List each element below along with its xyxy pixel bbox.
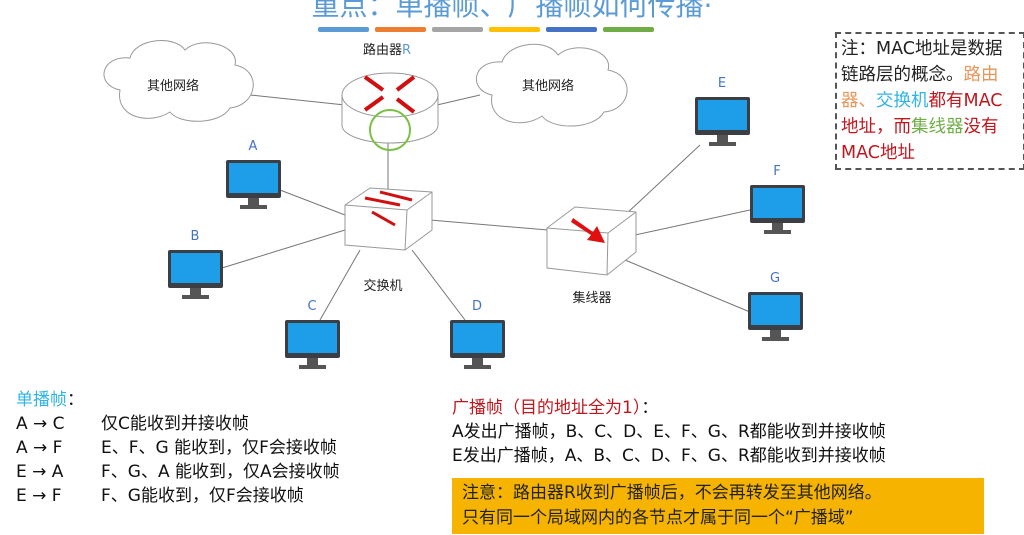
switch xyxy=(344,187,433,251)
broadcast-row: A发出广播帧，B、C、D、E、F、G、R都能收到并接收帧 xyxy=(452,422,886,442)
links xyxy=(221,94,751,321)
monitor-screen xyxy=(171,253,220,283)
unicast-heading: 单播帧 xyxy=(16,390,67,410)
monitor-screen xyxy=(698,100,747,130)
host-label: E xyxy=(718,76,726,91)
broadcast-section: 广播帧（目的地址全为1）： A发出广播帧，B、C、D、E、F、G、R都能收到并接… xyxy=(452,398,886,466)
host-g: G xyxy=(748,271,803,341)
color-bar xyxy=(318,27,369,32)
host-label: B xyxy=(191,229,200,244)
host-d: D xyxy=(450,299,505,369)
host-label: F xyxy=(773,164,780,179)
host-b: B xyxy=(168,229,223,299)
cloud-right-label: 其他网络 xyxy=(522,78,574,94)
monitor-screen xyxy=(229,163,278,193)
host-label: D xyxy=(472,299,482,314)
cloud-left xyxy=(103,40,254,122)
hub-arrow-icon xyxy=(571,218,605,243)
monitor-screen xyxy=(751,295,800,325)
switch-arrows-icon xyxy=(364,190,413,227)
router-label: 路由器R xyxy=(363,42,411,58)
monitor-screen xyxy=(753,188,802,218)
color-bars xyxy=(318,27,654,32)
hub xyxy=(546,206,637,276)
router-arrows-icon xyxy=(363,75,416,114)
color-bar xyxy=(603,27,654,32)
host-c: C xyxy=(285,299,340,369)
color-bar xyxy=(375,27,426,32)
warning-box: 注意：路由器R收到广播帧后，不会再转发至其他网络。 只有同一个局域网内的各节点才… xyxy=(452,478,984,534)
broadcast-row: E发出广播帧，A、B、C、D、F、G、R都能收到并接收帧 xyxy=(452,446,886,466)
color-bar xyxy=(432,27,483,32)
cloud-left-label: 其他网络 xyxy=(147,78,199,94)
hub-label: 集线器 xyxy=(572,290,611,306)
slide-title: 重点：单播帧、广播帧如何传播· xyxy=(311,0,713,22)
host-label: G xyxy=(770,271,780,286)
host-f: F xyxy=(750,164,805,234)
mac-note: 注：MAC地址是数据链路层的概念。路由器、交换机都有MAC地址，而集线器没有MA… xyxy=(835,32,1024,170)
broadcast-heading: 广播帧 xyxy=(452,398,503,418)
host-label: A xyxy=(249,139,258,154)
color-bar xyxy=(489,27,540,32)
host-label: C xyxy=(307,299,316,314)
cloud-right xyxy=(476,43,628,127)
router xyxy=(341,72,439,151)
monitor-screen xyxy=(288,323,337,353)
color-bar xyxy=(546,27,597,32)
switch-label: 交换机 xyxy=(363,278,402,294)
host-a: A xyxy=(226,139,281,209)
monitor-screen xyxy=(453,323,502,353)
host-e: E xyxy=(695,76,750,146)
router-mac-circle xyxy=(369,109,411,151)
